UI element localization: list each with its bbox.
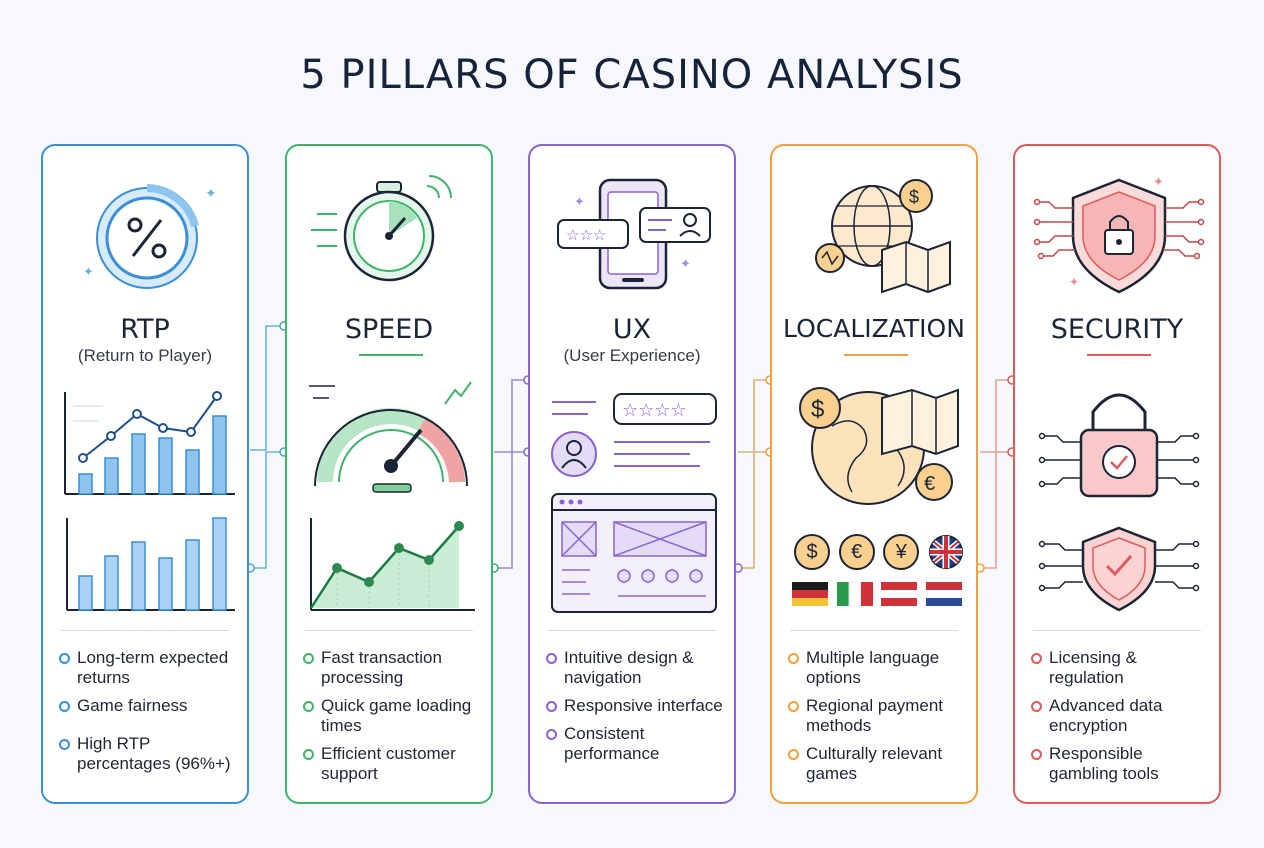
speedometer-icon [309,381,472,493]
list-item: Intuitive design & navigation [544,648,724,688]
uk-flag-icon [928,535,963,569]
divider [548,630,716,631]
stopwatch-icon [311,175,452,282]
svg-text:✦: ✦ [205,185,217,201]
list-item: Culturally relevant games [786,744,966,784]
pillar-title: UX [612,314,652,345]
list-item: Multiple language options [786,648,966,688]
list-item: Fast transaction processing [301,648,481,688]
line-chart-icon [64,391,235,495]
list-item: Responsive interface [544,696,724,716]
list-item: Efficient customer support [301,744,481,784]
bar-chart-icon [66,517,235,611]
pillar-title: LOCALIZATION [783,314,965,343]
pillar-card-security: ✦ ✦ [1013,144,1221,804]
svg-text:€: € [924,473,935,495]
list-item: Licensing & regulation [1029,648,1209,688]
italy-flag-icon [836,582,873,606]
svg-text:$: $ [909,187,919,207]
svg-text:☆☆☆☆: ☆☆☆☆ [622,400,687,420]
smartphone-icon: ☆☆☆ ✦ ✦ [557,178,711,290]
user-avatar-icon [551,431,710,477]
map-icon [881,240,951,294]
divider [305,630,473,631]
divider [61,630,229,631]
pillar-title: SECURITY [1050,314,1184,345]
yen-icon: ¥ [883,534,920,570]
percent-icon: ✦ ✦ [83,184,217,289]
euro-icon: € [838,534,875,570]
title-underline [359,354,423,356]
rtp-illustration: ✦ ✦ [64,184,235,611]
speed-illustration [309,175,475,611]
list-item: Advanced data encryption [1029,696,1209,736]
netherlands-flag-icon [925,582,962,606]
bullet-list: Intuitive design & navigation Responsive… [544,648,724,772]
currency-icons: $ € ¥ [794,534,964,570]
list-item: Regional payment methods [786,696,966,736]
svg-text:✦: ✦ [680,256,691,271]
shield-check-icon [1038,526,1200,612]
line-chart-icon [309,518,475,611]
bullet-list: Long-term expected returns Game fairness… [57,648,237,782]
list-item: Consistent performance [544,724,724,764]
wireframe-icon [551,493,717,613]
flag-icons [792,582,962,606]
globe-map-icon: $ € [799,387,959,505]
ux-illustration: ☆☆☆ ✦ ✦ ☆☆☆☆ [551,178,717,613]
divider [790,630,958,631]
bullet-list: Licensing & regulation Advanced data enc… [1029,648,1209,792]
pillar-card-rtp: ✦ ✦ RTP [41,144,249,804]
list-item: Quick game loading times [301,696,481,736]
svg-text:✦: ✦ [574,194,585,209]
pillar-subtitle: (Return to Player) [77,346,213,365]
list-item: Long-term expected returns [57,648,237,688]
localization-illustration: $ $ € [799,179,959,505]
shield-lock-icon: ✦ ✦ [1033,174,1205,294]
bullet-list: Multiple language options Regional payme… [786,648,966,792]
list-item: High RTP percentages (96%+) [57,734,237,774]
divider [1033,630,1201,631]
svg-text:☆☆☆: ☆☆☆ [566,227,606,244]
svg-text:✦: ✦ [1153,174,1164,189]
bullet-list: Fast transaction processing Quick game l… [301,648,481,792]
page-title: 5 PILLARS OF CASINO ANALYSIS [300,52,964,98]
pillar-card-ux: ☆☆☆ ✦ ✦ ☆☆☆☆ [528,144,736,804]
austria-flag-icon [881,582,918,606]
germany-flag-icon [792,582,828,606]
pillar-title: SPEED [344,314,434,345]
title-underline [844,354,908,356]
pillar-card-speed: SPEED Fast transaction processing Quick … [285,144,493,804]
pillar-title: RTP [120,314,170,345]
svg-text:$: $ [811,396,824,423]
list-item: Responsible gambling tools [1029,744,1209,784]
svg-text:✦: ✦ [1069,275,1079,289]
pillar-subtitle: (User Experience) [563,346,701,365]
security-illustration: ✦ ✦ [1033,174,1205,612]
padlock-icon [1038,393,1200,498]
list-item: Game fairness [57,696,237,716]
dollar-icon: $ [794,534,830,570]
title-underline [1087,354,1151,356]
pillar-card-localization: $ $ € $ € ¥ [770,144,978,804]
svg-text:✦: ✦ [83,264,94,279]
star-rating-icon: ☆☆☆☆ [552,393,717,425]
